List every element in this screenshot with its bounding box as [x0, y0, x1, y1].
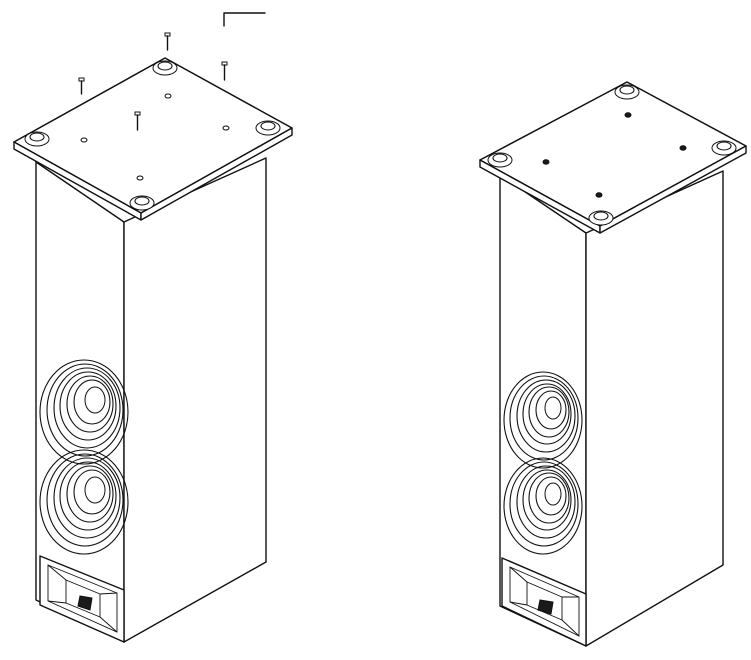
- screw-icon: [134, 111, 141, 131]
- hex-key-icon: [223, 12, 266, 27]
- screw-icon: [78, 77, 85, 95]
- right-foot-right: [711, 140, 737, 156]
- left-foot-left: [24, 131, 50, 147]
- right-screw-installed: [624, 112, 632, 118]
- right-woofer-upper: [503, 371, 583, 469]
- left-screw-hole: [164, 93, 172, 99]
- left-cabinet-side: [123, 157, 267, 643]
- speaker-left: [13, 12, 293, 643]
- left-foot-front: [129, 195, 155, 211]
- left-horn-tweeter: [39, 555, 125, 643]
- right-horn-tweeter: [501, 557, 587, 647]
- speaker-right: [479, 81, 747, 647]
- right-woofer-lower: [503, 457, 583, 555]
- right-foot-back: [614, 84, 640, 100]
- right-screw-installed: [595, 192, 603, 198]
- screw-icon: [164, 32, 171, 51]
- left-woofer-lower: [39, 449, 129, 555]
- left-screw-hole: [80, 137, 88, 143]
- left-top-plate: [13, 57, 293, 221]
- left-foot-right: [255, 120, 281, 136]
- right-foot-front: [588, 210, 614, 226]
- right-top-plate: [479, 81, 747, 234]
- right-screw-installed: [679, 145, 687, 151]
- right-screw-installed: [542, 159, 550, 165]
- right-cabinet-side: [585, 170, 724, 647]
- left-woofer-upper: [39, 359, 129, 465]
- left-foot-back: [152, 60, 178, 76]
- right-foot-left: [487, 152, 513, 168]
- left-screw-hole: [136, 175, 144, 181]
- left-screw-hole: [222, 125, 230, 131]
- screw-icon: [221, 61, 228, 81]
